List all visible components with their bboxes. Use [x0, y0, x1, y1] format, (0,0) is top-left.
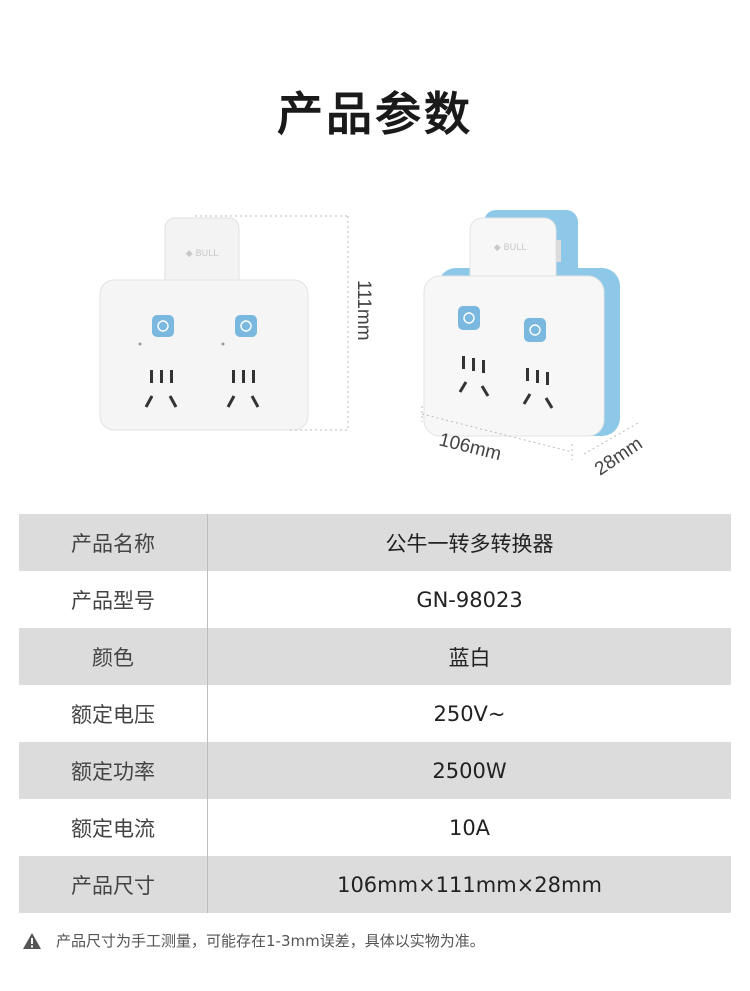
- spec-value: GN-98023: [416, 587, 523, 612]
- spec-value: 蓝白: [448, 645, 491, 670]
- spec-label: 额定电流: [19, 799, 208, 856]
- spec-row: 产品名称 公牛一转多转换器: [19, 514, 731, 571]
- spec-label: 额定电压: [19, 685, 208, 742]
- spec-row: 额定功率 2500W: [19, 742, 731, 799]
- spec-row: 额定电流 10A: [19, 799, 731, 856]
- spec-label: 产品名称: [19, 514, 208, 571]
- depth-dimension-label: 28mm: [591, 433, 647, 480]
- spec-value: 10A: [448, 815, 491, 840]
- svg-text:◆ BULL: ◆ BULL: [494, 243, 527, 253]
- spec-value: 250V~: [433, 701, 506, 726]
- product-illustration: ◆ BULL 111mm ◆ BULL: [99, 210, 647, 480]
- front-view-adapter: ◆ BULL: [99, 215, 349, 431]
- svg-text:◆ BULL: ◆ BULL: [186, 249, 219, 259]
- spec-row: 产品型号 GN-98023: [19, 571, 731, 628]
- spec-label: 产品尺寸: [19, 856, 208, 913]
- spec-table: 产品名称 公牛一转多转换器 产品型号 GN-98023 颜色 蓝白 额定电压 2…: [19, 514, 731, 913]
- perspective-view-adapter: ◆ BULL: [421, 210, 641, 460]
- height-dimension-label: 111mm: [353, 280, 374, 341]
- measurement-note: 产品尺寸为手工测量，可能存在1-3mm误差，具体以实物为准。: [22, 930, 485, 951]
- spec-label: 颜色: [19, 628, 208, 685]
- spec-label: 产品型号: [19, 571, 208, 628]
- spec-row: 产品尺寸 106mm×111mm×28mm: [19, 856, 731, 913]
- page-title: 产品参数: [277, 87, 473, 141]
- power-button-left: [152, 315, 174, 337]
- spec-label: 额定功率: [19, 742, 208, 799]
- warning-icon: [23, 932, 41, 949]
- spec-value: 106mm×111mm×28mm: [337, 872, 602, 897]
- spec-row: 颜色 蓝白: [19, 628, 731, 685]
- power-button-right: [235, 315, 257, 337]
- spec-value: 2500W: [432, 758, 507, 783]
- spec-row: 额定电压 250V~: [19, 685, 731, 742]
- spec-value: 公牛一转多转换器: [385, 531, 554, 556]
- note-text: 产品尺寸为手工测量，可能存在1-3mm误差，具体以实物为准。: [56, 932, 485, 950]
